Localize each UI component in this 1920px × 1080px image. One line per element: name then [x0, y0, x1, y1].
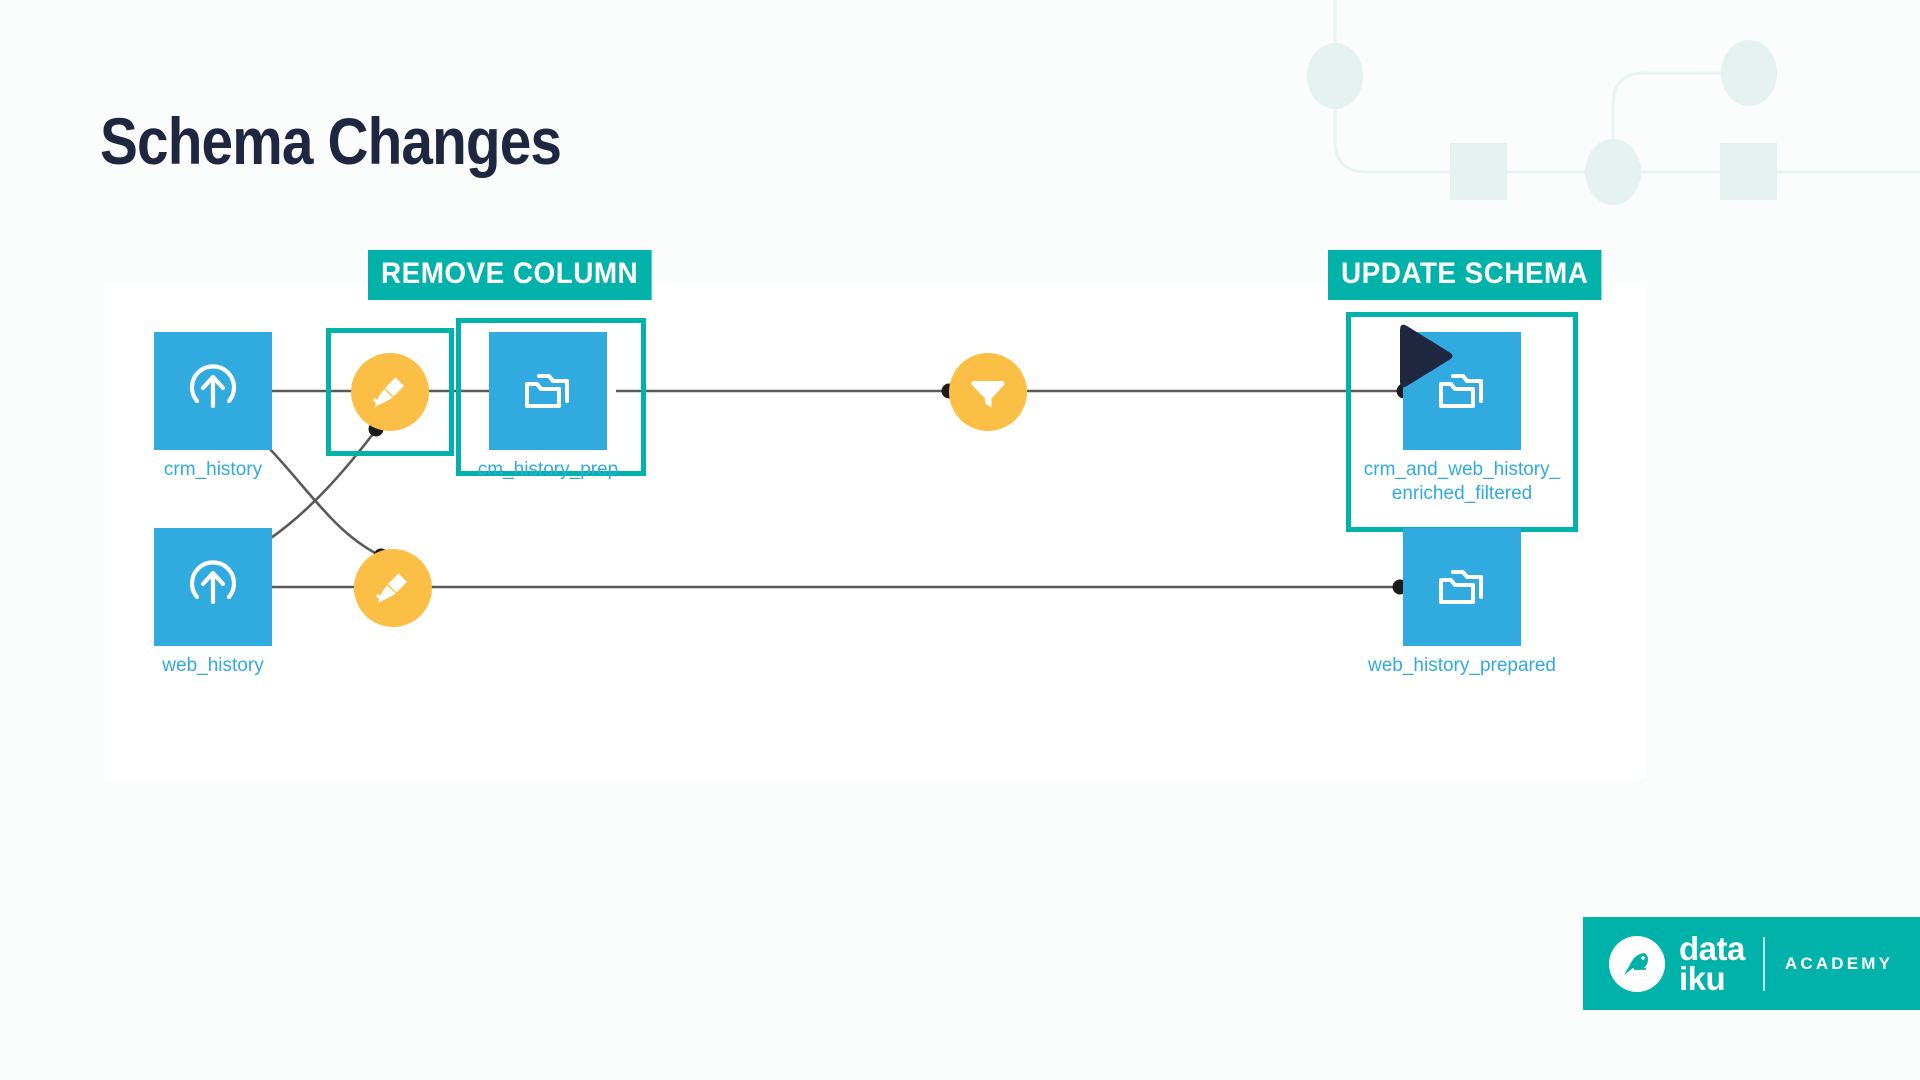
dataset-label: web_history — [162, 655, 264, 676]
page-title: Schema Changes — [100, 104, 562, 178]
recipe-node-prepare-top[interactable] — [351, 353, 429, 431]
dataset-node-cm-history-prep[interactable]: cm_history_prep — [478, 332, 618, 480]
broom-icon — [375, 573, 407, 604]
deco-square-2 — [1720, 143, 1777, 200]
recipe-node-filter[interactable] — [949, 353, 1027, 431]
dataset-label: crm_and_web_history_ enriched_filtered — [1342, 458, 1582, 506]
upload-icon — [189, 560, 237, 605]
recipe-circle — [354, 549, 432, 627]
dataiku-academy-logo: data iku ACADEMY — [1583, 917, 1920, 1010]
dataset-icon-tile — [489, 332, 607, 450]
dataiku-bird-icon — [1609, 935, 1665, 992]
folder-icon — [1439, 570, 1483, 604]
dataset-label: cm_history_prep — [477, 459, 619, 480]
recipe-circle — [949, 353, 1027, 431]
dataset-label-line1: crm_and_web_history_ — [1363, 459, 1561, 480]
wordmark-line2: iku — [1679, 959, 1726, 997]
dataset-label: crm_history — [163, 459, 263, 480]
dataset-icon-tile — [154, 332, 272, 450]
flow-panel: crm_history cm_history_prep — [104, 282, 1646, 778]
broom-icon — [372, 377, 404, 408]
dataset-icon-tile — [154, 528, 272, 646]
highlight-box-cm-history-prep — [456, 318, 646, 476]
deco-ellipse-3 — [1585, 139, 1641, 205]
dataset-icon-tile — [1403, 528, 1521, 646]
folder-icon — [1439, 374, 1483, 408]
play-cursor-icon[interactable] — [1392, 320, 1456, 392]
dataset-label: web_history_prepared — [1367, 655, 1557, 676]
logo-divider — [1762, 936, 1765, 991]
decorative-flow-graphic — [1307, 0, 1920, 205]
dataset-node-web-history-prepared[interactable]: web_history_prepared — [1368, 528, 1556, 676]
dataset-node-crm-and-web-history-enriched-filtered[interactable]: crm_and_web_history_ enriched_filtered — [1364, 332, 1560, 504]
recipe-circle — [351, 353, 429, 431]
upload-icon — [189, 364, 237, 409]
deco-ellipse-2 — [1721, 40, 1777, 106]
funnel-icon — [971, 381, 1005, 408]
deco-ellipse-1 — [1307, 43, 1363, 109]
wordmark-line1: data — [1679, 929, 1745, 967]
dataiku-wordmark: data iku — [1679, 929, 1745, 997]
dataset-node-web-history[interactable]: web_history — [154, 528, 272, 676]
highlight-box-prepare-top — [326, 328, 454, 456]
badge-update-schema: UPDATE SCHEMA — [1328, 250, 1602, 300]
bird-glyph — [1624, 952, 1648, 975]
badge-remove-column: REMOVE COLUMN — [368, 250, 652, 300]
dataset-label-line2: enriched_filtered — [1391, 483, 1533, 504]
folder-icon — [525, 374, 569, 408]
deco-square-1 — [1450, 143, 1507, 200]
dataset-node-crm-history[interactable]: crm_history — [154, 332, 272, 480]
academy-label: ACADEMY — [1784, 953, 1894, 973]
recipe-node-prepare-bottom[interactable] — [354, 549, 432, 627]
